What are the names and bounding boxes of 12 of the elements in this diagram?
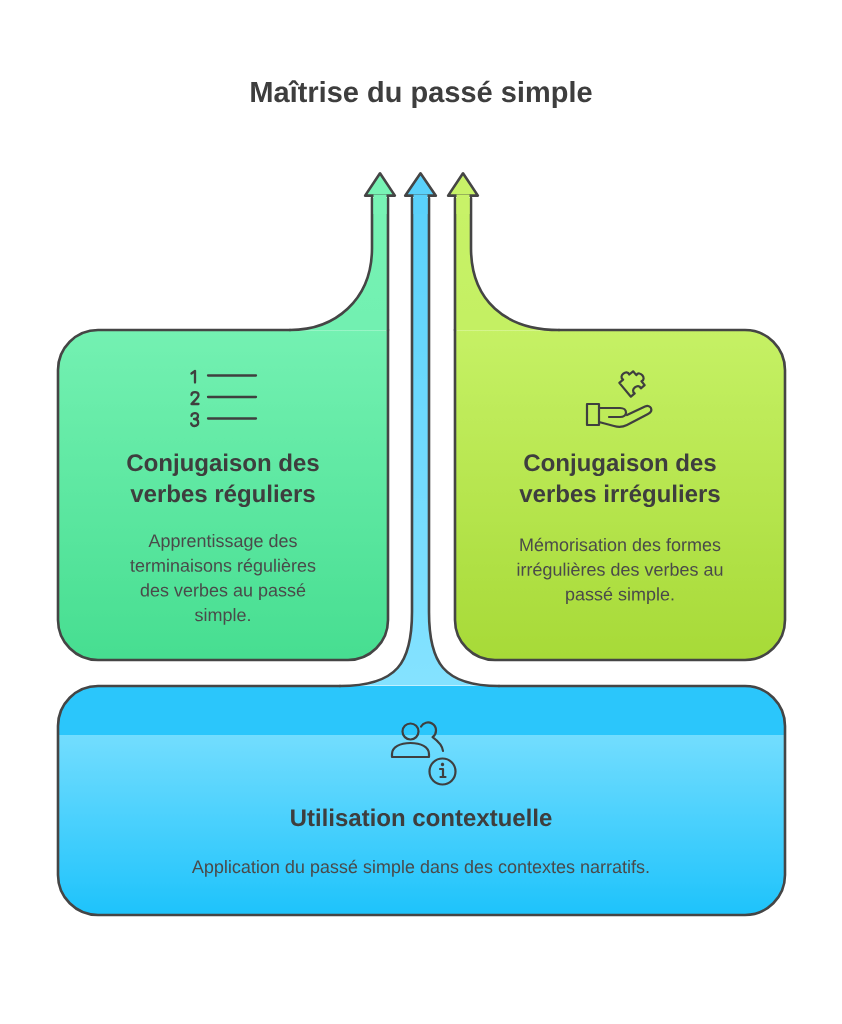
card-description: Mémorisation des formes irrégulières des verbes au passé simple. <box>517 537 723 605</box>
card-heading: Conjugaison des verbes irréguliers <box>519 453 720 508</box>
card <box>56 328 390 662</box>
card-heading: Utilisation contextuelle <box>291 808 552 827</box>
arrow <box>446 172 561 332</box>
card-description: Apprentissage des terminaisons régulières des verbes au passé simple. <box>130 533 316 625</box>
card-heading: Conjugaison des verbes réguliers <box>127 453 319 508</box>
arrow <box>288 172 397 332</box>
card-description: Application du passé simple dans des contextes narratifs. <box>191 859 649 877</box>
arrow <box>338 172 501 688</box>
title: Maîtrise du passé simple <box>251 80 592 108</box>
card <box>453 328 787 662</box>
